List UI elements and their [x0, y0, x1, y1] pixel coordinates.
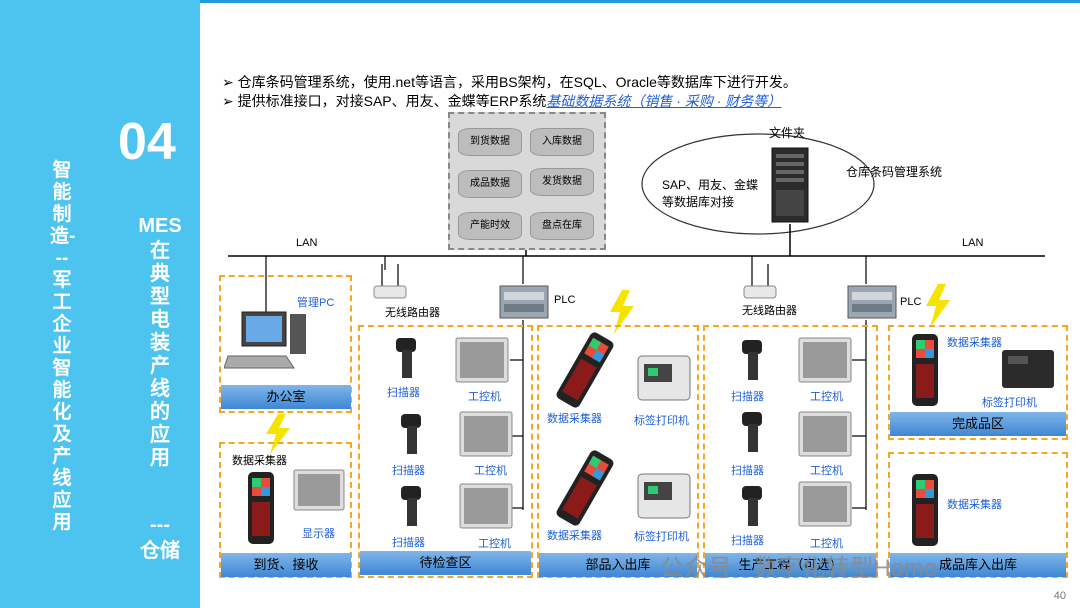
plc-icon	[499, 285, 549, 319]
scanner-icon	[742, 486, 762, 526]
scanner-icon	[742, 340, 762, 380]
zone-office-label: 办公室	[221, 385, 351, 409]
db-finished: 成品数据	[458, 170, 522, 198]
server-label: 仓库条码管理系统	[846, 165, 943, 179]
db-inbound: 入库数据	[530, 128, 594, 156]
label-printer-icon	[1002, 350, 1054, 388]
collector-label: 数据采集器	[947, 337, 1002, 349]
sidebar-title-sep: ---	[150, 514, 170, 536]
industrial-pc-icon	[798, 411, 852, 457]
zone-office	[219, 275, 352, 413]
display-label: 显示器	[302, 528, 335, 540]
scanner-icon	[401, 486, 421, 526]
wireless-bolt-icon	[610, 290, 634, 334]
scanner-label: 扫描器	[387, 387, 420, 399]
handheld-collector-icon	[556, 332, 614, 408]
zone-production	[703, 325, 878, 578]
erp-text-2: 等数据库对接	[662, 195, 735, 209]
bullet-2: ➢ 提供标准接口，对接SAP、用友、金蝶等ERP系统基础数据系统（销售 · 采购…	[222, 91, 781, 111]
industrial-pc-icon	[459, 411, 513, 457]
router2-label: 无线路由器	[742, 305, 797, 317]
label-printer-icon	[637, 355, 691, 401]
zone-receiving	[219, 442, 352, 578]
ipc-label: 工控机	[468, 391, 501, 403]
zone-finished-in-out-label: 成品库入出库	[890, 553, 1066, 577]
scanner-label: 扫描器	[392, 465, 425, 477]
ipc-label: 工控机	[810, 538, 843, 550]
handheld-collector-icon	[912, 474, 938, 546]
industrial-pc-icon	[455, 337, 509, 383]
industrial-pc-icon	[798, 481, 852, 527]
handheld-collector-icon	[912, 334, 938, 406]
database-group: 到货数据 入库数据 成品数据 发货数据 产能时效 盘点在库	[448, 112, 606, 250]
industrial-pc-icon	[798, 337, 852, 383]
label-printer-label: 标签打印机	[982, 397, 1037, 409]
router-icon	[373, 264, 407, 299]
label-printer-icon	[637, 473, 691, 519]
zone-finished-in-out	[888, 452, 1068, 578]
wireless-bolt-icon	[266, 414, 290, 454]
ipc-label: 工控机	[810, 465, 843, 477]
zone-parts-in-out-label: 部品入出库	[539, 553, 697, 577]
monitor-icon	[293, 469, 345, 511]
ipc-label: 工控机	[474, 465, 507, 477]
handheld-collector-icon	[248, 472, 274, 544]
lan-right-label: LAN	[962, 237, 984, 249]
sidebar	[0, 0, 200, 608]
zone-inspection	[358, 325, 533, 578]
wireless-bolt-icon	[926, 284, 950, 328]
scanner-icon	[742, 412, 762, 452]
zone-finished-area-label: 完成品区	[890, 412, 1066, 436]
scanner-label: 扫描器	[731, 535, 764, 547]
watermark: 公众号 · 数字化转型Home	[660, 555, 938, 582]
plc1-label: PLC	[554, 294, 576, 306]
label-printer-label: 标签打印机	[634, 415, 689, 427]
zone-finished-area	[888, 325, 1068, 440]
top-accent-line	[0, 0, 1080, 3]
plc2-label: PLC	[900, 296, 922, 308]
section-number: 04	[118, 113, 176, 171]
zone-receiving-label: 到货、接收	[221, 553, 351, 577]
collector-label: 数据采集器	[947, 499, 1002, 511]
label-printer-label: 标签打印机	[634, 531, 689, 543]
handheld-collector-icon	[556, 450, 614, 526]
db-shipping: 发货数据	[530, 168, 594, 196]
collector-label: 数据采集器	[547, 413, 602, 425]
erp-ellipse	[641, 133, 875, 235]
scanner-icon	[396, 338, 416, 378]
sidebar-title-end: 仓储	[140, 540, 180, 562]
folder-label: 文件夹	[769, 126, 806, 140]
plc-icon	[847, 285, 897, 319]
bullet-1: ➢ 仓库条码管理系统，使用.net等语言，采用BS架构，在SQL、Oracle等…	[222, 74, 797, 90]
router1-label: 无线路由器	[385, 307, 440, 319]
mgmt-pc-label: 管理PC	[297, 297, 335, 309]
desktop-pc-icon	[224, 311, 306, 369]
server-icon	[771, 147, 809, 223]
scanner-label: 扫描器	[731, 465, 764, 477]
lan-left-label: LAN	[296, 237, 318, 249]
db-inventory: 盘点在库	[530, 212, 594, 240]
sidebar-title-col2: 在典型电装产线的应用	[150, 240, 170, 469]
zone-production-label: 生产工程（可选）	[705, 553, 876, 577]
router-icon	[743, 264, 777, 299]
sidebar-title-col1: 智能制造---军工企业智能化及产线应用	[50, 160, 76, 533]
industrial-pc-icon	[459, 483, 513, 529]
scanner-label: 扫描器	[731, 391, 764, 403]
bullet-2-text: ➢ 提供标准接口，对接SAP、用友、金蝶等ERP系统	[222, 93, 547, 109]
db-arrival: 到货数据	[458, 128, 522, 156]
collector-label: 数据采集器	[547, 530, 602, 542]
erp-text-1: SAP、用友、金蝶	[662, 178, 759, 192]
page-number: 40	[1053, 590, 1066, 602]
ipc-label: 工控机	[810, 391, 843, 403]
sidebar-title-mes: MES	[138, 215, 182, 237]
zone-inspection-label: 待检查区	[360, 551, 531, 575]
ipc-label: 工控机	[478, 538, 511, 550]
collector-label: 数据采集器	[232, 455, 287, 467]
db-capacity: 产能时效	[458, 212, 522, 240]
zone-parts-in-out	[537, 325, 699, 578]
scanner-icon	[401, 414, 421, 454]
scanner-label: 扫描器	[392, 537, 425, 549]
erp-link[interactable]: 基础数据系统（销售 · 采购 · 财务等）	[546, 93, 782, 109]
